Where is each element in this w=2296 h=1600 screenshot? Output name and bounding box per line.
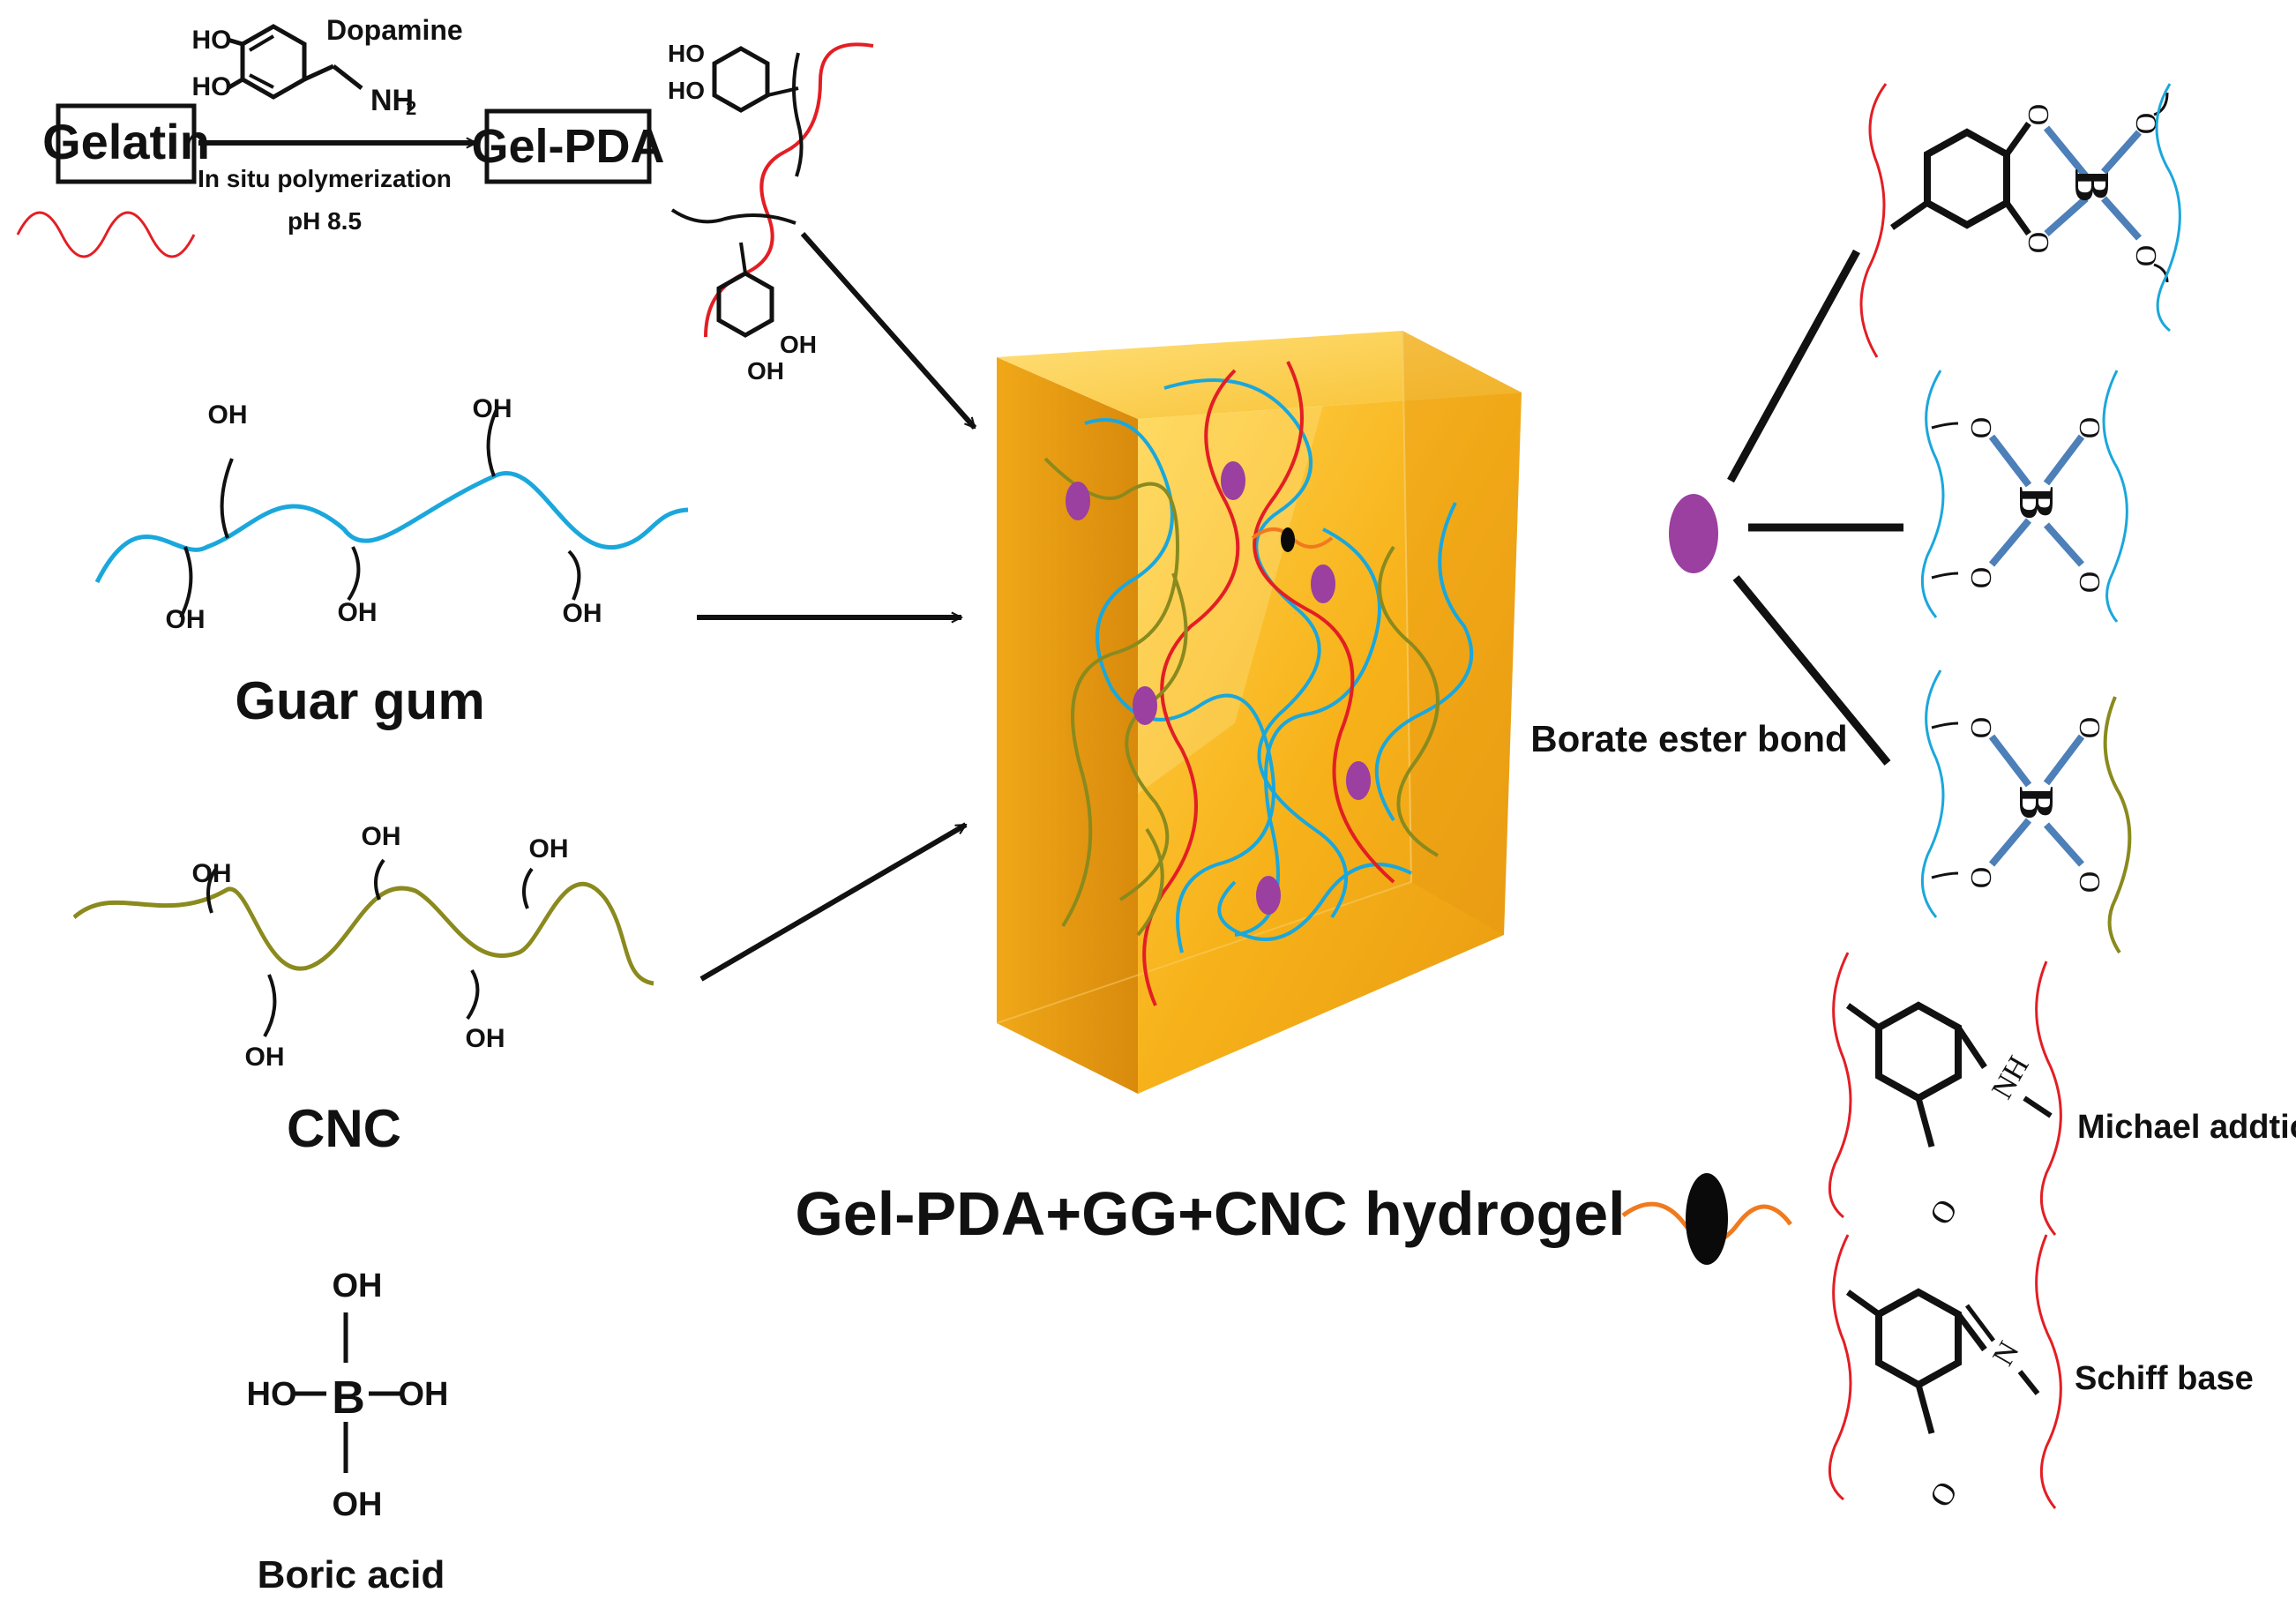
svg-text:O: O (1922, 1193, 1964, 1231)
svg-text:O: O (2022, 104, 2054, 126)
svg-text:B: B (2008, 486, 2063, 519)
svg-text:O: O (1964, 567, 1997, 589)
borate-crosslink (1221, 461, 1245, 500)
borate-structure-guar-cnc: O O B O O (1920, 669, 2132, 954)
gelatin-label: Gelatin (42, 114, 210, 169)
gel-pda-box: Gel-PDA (471, 108, 665, 184)
schiff-bond-legend (1621, 1173, 1792, 1265)
svg-text:HO: HO (247, 1376, 297, 1413)
svg-text:NH: NH (1986, 1050, 2036, 1104)
gelatin-box: Gelatin (42, 103, 210, 184)
cnc-structure: OH OH OH OH OH (72, 822, 654, 1072)
dopamine-label: Dopamine (326, 14, 463, 46)
borate-crosslink (1066, 482, 1090, 520)
cnc-label: CNC (287, 1099, 401, 1158)
svg-text:O: O (2073, 572, 2105, 594)
svg-text:OH: OH (747, 357, 784, 385)
gel-pda-label: Gel-PDA (471, 120, 664, 173)
nh2-subscript: 2 (406, 97, 416, 119)
svg-text:HO: HO (668, 40, 705, 67)
boron-atom: B (332, 1372, 365, 1424)
borate-crosslink (1346, 761, 1371, 800)
svg-text:O: O (2129, 245, 2162, 267)
svg-text:O: O (1964, 417, 1997, 439)
boric-acid-structure: B OH HO OH OH (247, 1267, 449, 1523)
nh2-label: NH (370, 84, 414, 117)
svg-text:OH: OH (338, 598, 378, 627)
svg-text:OH: OH (780, 331, 817, 358)
borate-structure-guar: O O B O O (1920, 370, 2128, 623)
svg-text:OH: OH (245, 1043, 285, 1072)
svg-text:OH: OH (333, 1267, 383, 1305)
hydrogel-title: Gel-PDA+GG+CNC hydrogel (795, 1179, 1625, 1248)
svg-text:B: B (2064, 168, 2119, 201)
dopamine-structure: HO HO NH 2 Dopamine (192, 14, 463, 119)
gelatin-chain (16, 211, 196, 258)
ho-label: HO (192, 72, 232, 101)
condition-ph: pH 8.5 (288, 207, 362, 235)
hydrogel-box (996, 330, 1522, 1094)
svg-text:OH: OH (333, 1486, 383, 1523)
svg-text:O: O (1964, 867, 1997, 889)
svg-text:OH: OH (166, 605, 206, 634)
svg-text:O: O (2073, 717, 2105, 739)
guar-gum-structure: OH OH OH OH OH (94, 394, 689, 634)
svg-text:HO: HO (668, 77, 705, 104)
svg-text:OH: OH (466, 1024, 505, 1053)
svg-text:OH: OH (192, 859, 232, 888)
svg-text:O: O (1922, 1476, 1964, 1514)
arrow-to-hydrogel-bottom (699, 822, 966, 982)
svg-text:OH: OH (473, 394, 512, 423)
svg-text:N: N (1986, 1336, 2025, 1372)
ho-label: HO (192, 26, 232, 55)
svg-text:O: O (1964, 717, 1997, 739)
svg-text:OH: OH (529, 834, 569, 864)
borate-crosslink (1311, 564, 1335, 603)
arrow-to-hydrogel-top (800, 232, 977, 430)
svg-text:OH: OH (563, 599, 602, 628)
borate-crosslink (1133, 686, 1157, 725)
schiff-base-label: Schiff base (2075, 1360, 2254, 1397)
svg-text:OH: OH (362, 822, 401, 851)
borate-structure-catechol: O O B O O (1859, 83, 2181, 358)
michael-addition-label: Michael addtion (2077, 1109, 2296, 1146)
svg-text:OH: OH (208, 400, 248, 430)
svg-text:OH: OH (399, 1376, 449, 1413)
svg-text:B: B (2008, 786, 2063, 819)
svg-text:O: O (2073, 417, 2105, 439)
borate-bond-legend-dot (1669, 494, 1718, 573)
borate-ester-label: Borate ester bond (1530, 718, 1847, 759)
boric-acid-label: Boric acid (258, 1553, 445, 1596)
condition-polymerization: In situ polymerization (198, 165, 452, 192)
borate-crosslink (1256, 876, 1281, 915)
guar-gum-label: Guar gum (235, 671, 484, 730)
polymer-network (1043, 361, 1474, 1006)
schiff-base-structure: O N (1828, 1234, 2062, 1514)
gel-pda-structure: HO HO OH OH (668, 40, 874, 385)
schiff-crosslink (1281, 527, 1295, 552)
michael-addition-structure: O NH (1828, 952, 2062, 1236)
svg-text:O: O (2073, 871, 2105, 893)
